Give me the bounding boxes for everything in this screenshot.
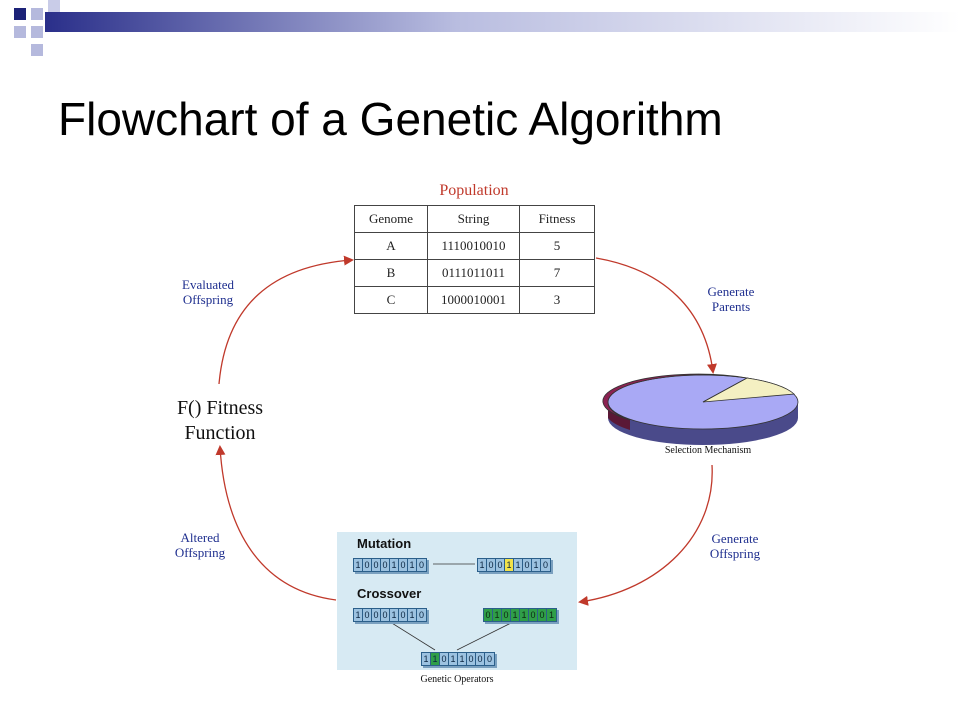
- crossover-title: Crossover: [357, 586, 422, 601]
- label-evaluated-offspring: Evaluated Offspring: [182, 277, 234, 307]
- label-generate-offspring: Generate Offspring: [709, 531, 761, 561]
- genome-bit: 1: [532, 559, 541, 571]
- arrow-altered-offspring: [215, 445, 337, 601]
- mutation-title: Mutation: [357, 536, 412, 551]
- genome-bit: 0: [467, 653, 476, 665]
- genome-bit: 1: [514, 559, 523, 571]
- arrow-generate-parents: [595, 257, 717, 374]
- genome-bit: 0: [372, 559, 381, 571]
- genome-bit: 0: [363, 609, 372, 621]
- table-header: Fitness: [519, 205, 595, 233]
- genome-bit: 1: [449, 653, 458, 665]
- table-cell: A: [354, 232, 428, 260]
- arrow-evaluated-offspring: [218, 255, 354, 385]
- genome-bit: 0: [496, 559, 505, 571]
- genome-bit: 1: [431, 653, 440, 665]
- operator-lines: [386, 563, 518, 651]
- genome-bit: 0: [476, 653, 485, 665]
- caption-genetic-operators: Genetic Operators: [420, 674, 494, 685]
- genome-bit: 1: [505, 559, 514, 571]
- label-generate-parents: Generate Parents: [707, 284, 755, 314]
- genome-bit: 0: [381, 609, 390, 621]
- fitness-function-node: F() Fitness Function: [176, 397, 264, 444]
- genome-bit: 0: [484, 609, 493, 621]
- genome-bit: 0: [417, 559, 426, 571]
- genome-bit: 1: [493, 609, 502, 621]
- label-altered-offspring: Altered Offspring: [174, 530, 226, 560]
- selection-pie-chart: [602, 373, 799, 445]
- table-cell: 1110010010: [427, 232, 520, 260]
- caption-selection-mechanism: Selection Mechanism: [664, 445, 752, 456]
- genome-bit: 1: [478, 559, 487, 571]
- genome-bit: 0: [399, 559, 408, 571]
- genome-bit: 1: [422, 653, 431, 665]
- table-row: A 1110010010 5: [354, 232, 595, 260]
- population-title: Population: [439, 182, 509, 199]
- table-cell: 3: [519, 286, 595, 314]
- table-header: Genome: [354, 205, 428, 233]
- genome-bit: 0: [523, 559, 532, 571]
- arrow-generate-offspring: [578, 464, 713, 606]
- genome-bit: 0: [529, 609, 538, 621]
- genome-bit: 0: [363, 559, 372, 571]
- genome-bit: 0: [502, 609, 511, 621]
- genome-bit: 0: [417, 609, 426, 621]
- table-cell: 0111011011: [427, 259, 520, 287]
- slide-banner: [14, 0, 960, 56]
- genome-bit: 0: [381, 559, 390, 571]
- genome-bit: 0: [440, 653, 449, 665]
- table-row: C 1000010001 3: [354, 286, 595, 314]
- genome-bit: 1: [408, 609, 417, 621]
- genome-bit: 0: [399, 609, 408, 621]
- genome-bit: 0: [487, 559, 496, 571]
- genome-bit: 1: [408, 559, 417, 571]
- genome-bit: 0: [538, 609, 547, 621]
- genome-bit: 1: [511, 609, 520, 621]
- genome-bit: 1: [458, 653, 467, 665]
- population-table: Genome String Fitness A 1110010010 5 B 0…: [354, 205, 595, 314]
- table-header-row: Genome String Fitness: [354, 205, 595, 233]
- genome-bit: 1: [354, 609, 363, 621]
- genome-bit: 0: [485, 653, 494, 665]
- genome-bit: 0: [372, 609, 381, 621]
- genome-bit: 1: [390, 559, 399, 571]
- genome-bit: 1: [354, 559, 363, 571]
- table-cell: C: [354, 286, 428, 314]
- slide-title: Flowchart of a Genetic Algorithm: [58, 93, 723, 145]
- genome-bit: 1: [520, 609, 529, 621]
- genome-bit: 0: [541, 559, 550, 571]
- genome-bit: 1: [547, 609, 556, 621]
- genome-bit: 1: [390, 609, 399, 621]
